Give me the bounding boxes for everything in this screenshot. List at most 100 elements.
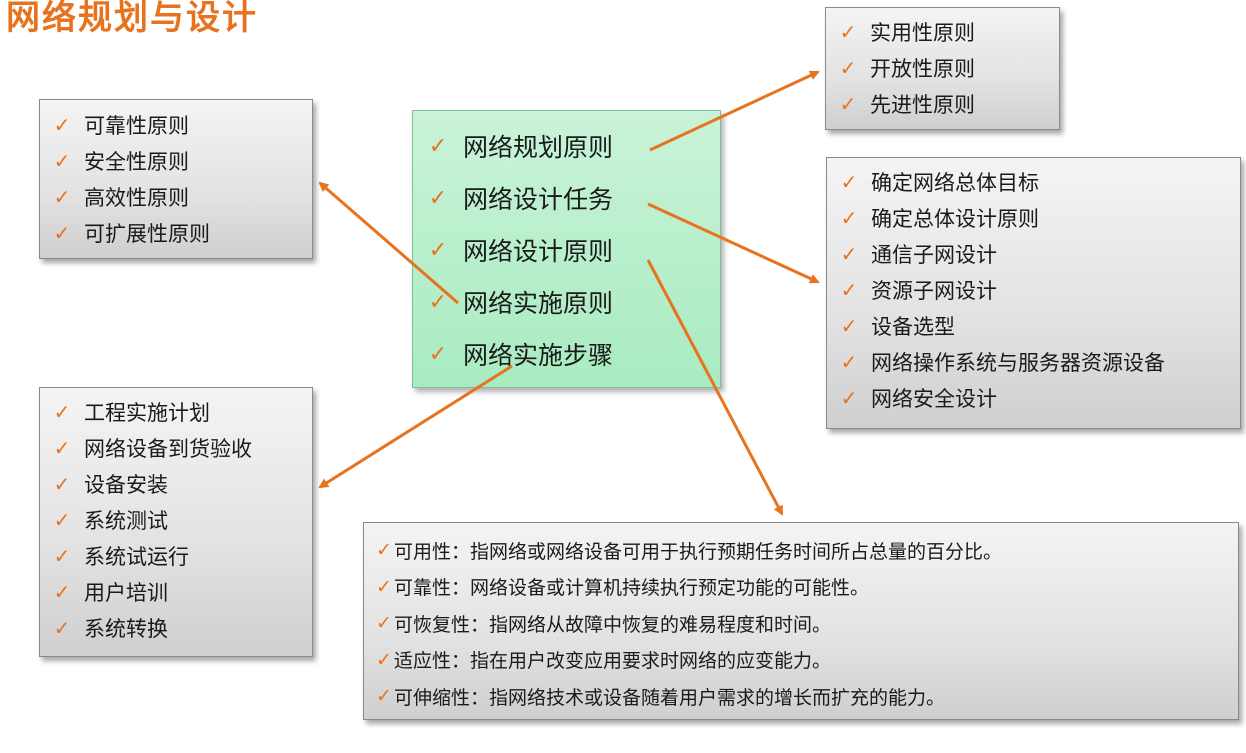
checkmark-icon: ✓: [840, 350, 858, 374]
checkmark-icon: ✓: [53, 616, 71, 640]
checkmark-icon: ✓: [428, 237, 448, 263]
item-label: 适应性：指在用户改变应用要求时网络的应变能力。: [394, 650, 832, 673]
checkmark-icon: ✓: [840, 314, 858, 338]
checkmark-icon: ✓: [53, 221, 71, 245]
checkmark-icon: ✓: [53, 113, 71, 137]
checkmark-icon: ✓: [53, 400, 71, 424]
list-item: ✓可恢复性：指网络从故障中恢复的难易程度和时间。: [376, 605, 1238, 642]
list-item: ✓ 系统测试: [40, 502, 312, 538]
item-label: 网络实施原则: [463, 289, 614, 318]
center-topics-box: ✓ 网络规划原则 ✓ 网络设计任务 ✓ 网络设计原则 ✓ 网络实施原则 ✓ 网络实施步骤: [412, 110, 721, 388]
item-label: 通信子网设计: [871, 243, 997, 267]
checkmark-icon: ✓: [428, 133, 448, 159]
checkmark-icon: ✓: [376, 648, 392, 671]
list-item: ✓可靠性：网络设备或计算机持续执行预定功能的可能性。: [376, 569, 1238, 606]
checkmark-icon: ✓: [840, 206, 858, 230]
checkmark-icon: ✓: [840, 386, 858, 410]
planning-principles-box: ✓ 实用性原则 ✓ 开放性原则 ✓ 先进性原则: [825, 7, 1060, 130]
list-item: ✓ 网络实施原则: [413, 276, 720, 328]
list-item: ✓ 系统转换: [40, 610, 312, 646]
checkmark-icon: ✓: [839, 92, 857, 116]
page-title: 网络规划与设计: [6, 0, 258, 38]
design-principles-box: ✓可用性：指网络或网络设备可用于执行预期任务时间所占总量的百分比。 ✓可靠性：网…: [363, 522, 1239, 720]
list-item: ✓ 资源子网设计: [827, 272, 1240, 308]
list-item: ✓ 网络设计原则: [413, 224, 720, 276]
checkmark-icon: ✓: [376, 612, 392, 635]
checkmark-icon: ✓: [428, 289, 448, 315]
item-label: 系统转换: [84, 617, 168, 641]
list-item: ✓ 设备选型: [827, 308, 1240, 344]
list-item: ✓ 实用性原则: [826, 14, 1059, 50]
item-label: 可伸缩性：指网络技术或设备随着用户需求的增长而扩充的能力。: [394, 686, 946, 709]
item-label: 网络设计原则: [463, 237, 614, 266]
checkmark-icon: ✓: [53, 185, 71, 209]
list-item: ✓ 可扩展性原则: [40, 215, 312, 251]
implementation-principles-box: ✓ 可靠性原则 ✓ 安全性原则 ✓ 高效性原则 ✓ 可扩展性原则: [39, 99, 313, 259]
checkmark-icon: ✓: [53, 544, 71, 568]
list-item: ✓适应性：指在用户改变应用要求时网络的应变能力。: [376, 642, 1238, 679]
item-label: 实用性原则: [870, 21, 975, 45]
item-label: 先进性原则: [870, 93, 975, 117]
item-label: 设备选型: [871, 315, 955, 339]
list-item: ✓ 确定总体设计原则: [827, 200, 1240, 236]
list-item: ✓ 通信子网设计: [827, 236, 1240, 272]
checkmark-icon: ✓: [53, 436, 71, 460]
list-item: ✓ 网络规划原则: [413, 120, 720, 172]
item-label: 网络操作系统与服务器资源设备: [871, 351, 1165, 375]
list-item: ✓ 系统试运行: [40, 538, 312, 574]
checkmark-icon: ✓: [839, 56, 857, 80]
checkmark-icon: ✓: [53, 580, 71, 604]
item-label: 确定网络总体目标: [871, 171, 1039, 195]
item-label: 网络实施步骤: [463, 341, 614, 370]
checkmark-icon: ✓: [840, 278, 858, 302]
checkmark-icon: ✓: [428, 185, 448, 211]
list-item: ✓ 网络操作系统与服务器资源设备: [827, 344, 1240, 380]
checkmark-icon: ✓: [376, 575, 392, 598]
list-item: ✓ 用户培训: [40, 574, 312, 610]
item-label: 可恢复性：指网络从故障中恢复的难易程度和时间。: [394, 613, 832, 636]
item-label: 系统测试: [84, 509, 168, 533]
item-label: 可扩展性原则: [84, 222, 210, 246]
design-tasks-box: ✓ 确定网络总体目标 ✓ 确定总体设计原则 ✓ 通信子网设计 ✓ 资源子网设计 ✓ 设备选…: [826, 157, 1241, 429]
item-label: 网络设备到货验收: [84, 437, 252, 461]
item-label: 工程实施计划: [84, 401, 210, 425]
item-label: 用户培训: [84, 581, 168, 605]
item-label: 资源子网设计: [871, 279, 997, 303]
item-label: 开放性原则: [870, 57, 975, 81]
checkmark-icon: ✓: [840, 170, 858, 194]
list-item: ✓ 网络设计任务: [413, 172, 720, 224]
item-label: 网络设计任务: [463, 185, 614, 214]
list-item: ✓ 设备安装: [40, 466, 312, 502]
item-label: 可靠性：网络设备或计算机持续执行预定功能的可能性。: [394, 577, 870, 600]
list-item: ✓ 工程实施计划: [40, 394, 312, 430]
list-item: ✓ 开放性原则: [826, 50, 1059, 86]
list-item: ✓可用性：指网络或网络设备可用于执行预期任务时间所占总量的百分比。: [376, 532, 1238, 569]
list-item: ✓ 确定网络总体目标: [827, 164, 1240, 200]
item-label: 网络安全设计: [871, 387, 997, 411]
list-item: ✓可伸缩性：指网络技术或设备随着用户需求的增长而扩充的能力。: [376, 678, 1238, 715]
list-item: ✓ 网络设备到货验收: [40, 430, 312, 466]
checkmark-icon: ✓: [53, 472, 71, 496]
list-item: ✓ 可靠性原则: [40, 107, 312, 143]
list-item: ✓ 先进性原则: [826, 86, 1059, 122]
list-item: ✓ 网络实施步骤: [413, 328, 720, 380]
checkmark-icon: ✓: [53, 149, 71, 173]
item-label: 网络规划原则: [463, 133, 614, 162]
item-label: 安全性原则: [84, 150, 189, 174]
checkmark-icon: ✓: [839, 20, 857, 44]
item-label: 系统试运行: [84, 545, 189, 569]
list-item: ✓ 高效性原则: [40, 179, 312, 215]
checkmark-icon: ✓: [376, 685, 392, 708]
list-item: ✓ 网络安全设计: [827, 380, 1240, 416]
item-label: 高效性原则: [84, 186, 189, 210]
item-label: 可用性：指网络或网络设备可用于执行预期任务时间所占总量的百分比。: [394, 540, 1003, 563]
item-label: 确定总体设计原则: [871, 207, 1039, 231]
checkmark-icon: ✓: [53, 508, 71, 532]
checkmark-icon: ✓: [376, 539, 392, 562]
checkmark-icon: ✓: [428, 341, 448, 367]
implementation-steps-box: ✓ 工程实施计划 ✓ 网络设备到货验收 ✓ 设备安装 ✓ 系统测试 ✓ 系统试运行 ✓ 用户…: [39, 387, 313, 657]
checkmark-icon: ✓: [840, 242, 858, 266]
item-label: 可靠性原则: [84, 114, 189, 138]
item-label: 设备安装: [84, 473, 168, 497]
list-item: ✓ 安全性原则: [40, 143, 312, 179]
